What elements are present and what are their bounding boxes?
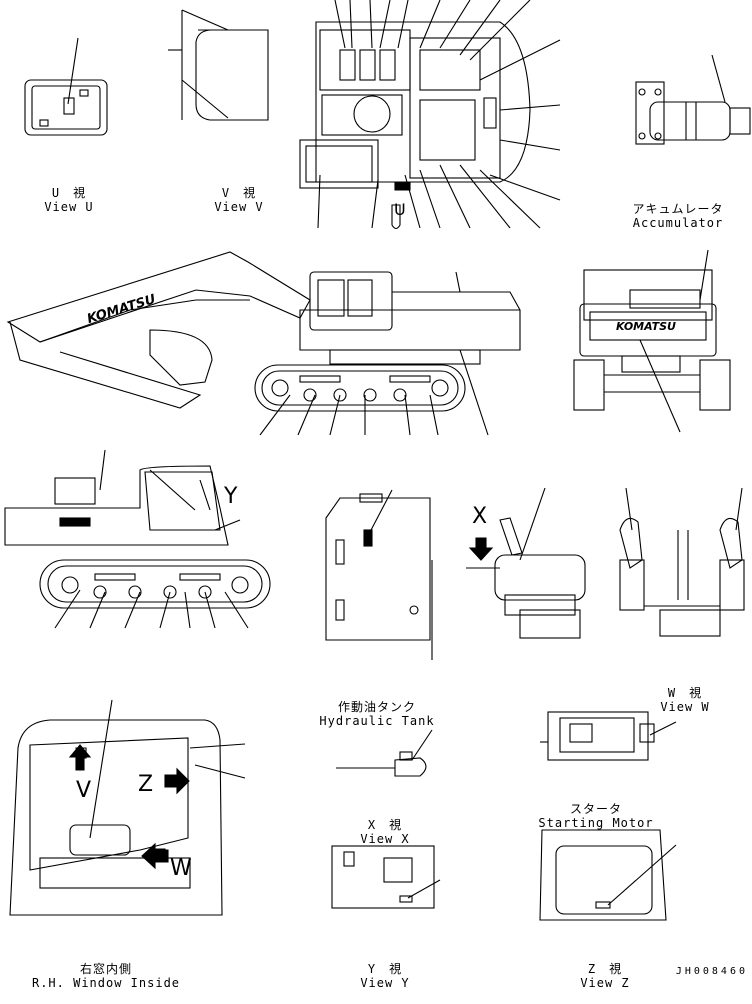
view-u-drawing <box>24 37 108 136</box>
marker-x: X <box>472 504 488 529</box>
marker-u: U <box>394 200 406 219</box>
rh-window-drawing <box>9 699 246 916</box>
marker-y: Y <box>224 484 238 509</box>
view-x-drawing <box>336 729 433 777</box>
hydraulic-tank-drawing <box>325 489 433 660</box>
view-z-drawing <box>539 829 677 921</box>
parts-diagram-canvas <box>4 0 751 921</box>
brand-logo-rear: KOMATSU <box>616 320 676 333</box>
excavator-side-drawing <box>6 251 521 436</box>
accumulator-drawing <box>635 54 751 145</box>
marker-z: Z <box>138 772 154 797</box>
marker-w: W <box>170 856 192 881</box>
starting-motor-drawing <box>540 711 677 761</box>
view-w-drawing <box>619 487 745 637</box>
marker-v: V <box>76 778 92 803</box>
rear-view-drawing <box>573 249 731 433</box>
drawing-code: JH008460 <box>675 966 748 977</box>
view-y-drawing <box>331 845 441 909</box>
top-view-drawing <box>299 0 561 230</box>
view-v-drawing <box>168 9 269 121</box>
cab-floor-drawing <box>466 487 586 639</box>
left-side-drawing <box>4 449 271 629</box>
